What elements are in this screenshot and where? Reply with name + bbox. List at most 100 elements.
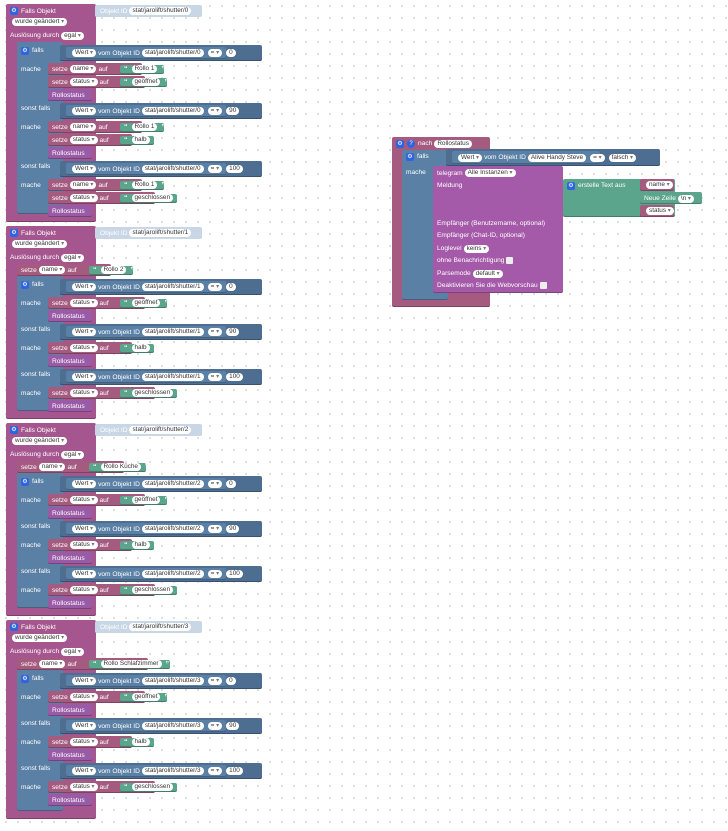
text-field[interactable]: geöffnet [131, 496, 161, 504]
text-field[interactable]: Rollo 1 [131, 123, 158, 131]
newline-dropdown[interactable]: \n [677, 194, 694, 203]
call-function-block[interactable] [48, 310, 92, 322]
text-field[interactable]: geöffnet [131, 78, 161, 86]
operator-dropdown[interactable]: = [207, 570, 223, 578]
wert-dropdown[interactable]: Wert [72, 722, 97, 730]
object-id-field[interactable]: stat/jarolift/shutter/1 [141, 373, 204, 381]
wert-dropdown[interactable]: Wert [72, 283, 97, 291]
wert-dropdown[interactable]: Wert [72, 328, 97, 336]
variable-dropdown[interactable]: name [38, 660, 66, 668]
text-field[interactable]: geöffnet [131, 693, 161, 701]
compare-value-field[interactable]: 100 [226, 767, 243, 775]
gear-icon[interactable]: ⚙ [21, 280, 29, 289]
variable-dropdown[interactable]: status [69, 586, 98, 594]
call-function-block[interactable] [48, 597, 92, 609]
gear-icon[interactable]: ⚙ [567, 181, 575, 190]
call-function-block[interactable] [48, 749, 92, 761]
operator-dropdown[interactable]: = [207, 49, 223, 57]
compare-value-field[interactable]: 100 [226, 373, 243, 381]
change-type-dropdown[interactable]: wurde geändert [12, 437, 68, 445]
gear-icon[interactable]: ⚙ [396, 139, 404, 148]
object-id-field[interactable]: stat/jarolift/shutter/0 [141, 165, 204, 173]
compare-value-field[interactable]: 90 [226, 722, 240, 730]
call-function-block[interactable] [48, 89, 92, 101]
object-id-field[interactable]: stat/jarolift/shutter/3 [141, 722, 204, 730]
variable-dropdown[interactable]: status [69, 344, 98, 352]
object-id-field[interactable]: stat/jarolift/shutter/2 [141, 480, 204, 488]
compare-value-field[interactable]: 90 [226, 525, 240, 533]
operator-dropdown[interactable]: = [207, 722, 223, 730]
status-variable-dropdown[interactable]: status [646, 207, 674, 215]
variable-dropdown[interactable]: name [38, 266, 66, 274]
text-field[interactable]: Rollo 1 [131, 181, 158, 189]
object-id-field[interactable]: stat/jarolift/shutter/0 [141, 49, 204, 57]
parsemode-dropdown[interactable]: default [472, 269, 503, 278]
object-id-field[interactable]: stat/jarolift/shutter/1 [141, 328, 204, 336]
call-function-block[interactable] [48, 355, 92, 367]
text-field[interactable]: halb [131, 344, 150, 352]
operator-dropdown[interactable]: = [207, 525, 223, 533]
operator-dropdown[interactable]: = [207, 480, 223, 488]
falsch-dropdown[interactable]: falsch [608, 153, 636, 162]
variable-dropdown[interactable]: status [69, 194, 98, 202]
operator-dropdown[interactable]: = [590, 153, 605, 162]
wert-dropdown[interactable]: Wert [72, 570, 97, 578]
call-function-block[interactable] [48, 794, 92, 806]
compare-value-field[interactable]: 100 [226, 165, 243, 173]
gear-icon[interactable]: ⚙ [10, 229, 18, 237]
variable-dropdown[interactable]: status [69, 299, 98, 307]
compare-value-field[interactable]: 90 [226, 328, 240, 336]
gear-icon[interactable]: ⚙ [21, 674, 29, 683]
compare-value-field[interactable]: 0 [226, 677, 236, 685]
variable-dropdown[interactable]: status [69, 136, 98, 144]
variable-dropdown[interactable]: status [69, 389, 98, 397]
object-id-field[interactable]: stat/jarolift/shutter/2 [141, 525, 204, 533]
text-field[interactable]: geschlossen [131, 389, 174, 397]
gear-icon[interactable]: ⚙ [21, 477, 29, 486]
object-id-field[interactable]: stat/jarolift/shutter/1 [141, 283, 204, 291]
trigger-object-id[interactable]: stat/jarolift/shutter/0 [129, 7, 192, 15]
text-field[interactable]: geschlossen [131, 194, 174, 202]
operator-dropdown[interactable]: = [207, 328, 223, 336]
loglevel-dropdown[interactable]: keins [463, 244, 490, 253]
variable-dropdown[interactable]: status [69, 783, 98, 791]
instance-dropdown[interactable]: Alle Instanzen [464, 169, 516, 177]
ausloesung-dropdown[interactable]: egal [61, 253, 84, 262]
text-field[interactable]: geschlossen [131, 586, 174, 594]
text-field[interactable]: Rollo Küche [100, 463, 141, 471]
compare-value-field[interactable]: 0 [226, 283, 236, 291]
trigger-object-id[interactable]: stat/jarolift/shutter/2 [129, 426, 192, 434]
object-id-field[interactable]: stat/jarolift/shutter/3 [141, 677, 204, 685]
trigger-object-id[interactable]: stat/jarolift/shutter/1 [129, 229, 192, 237]
call-function-block[interactable] [48, 147, 92, 159]
ausloesung-dropdown[interactable]: egal [61, 647, 84, 656]
ohne-benachrichtigung-checkbox[interactable] [506, 257, 514, 264]
text-field[interactable]: Rollo Schlafzimmer [100, 660, 162, 668]
text-field[interactable]: halb [131, 738, 150, 746]
function-name-field[interactable]: Rollostatus [434, 139, 472, 148]
compare-value-field[interactable]: 0 [226, 480, 236, 488]
wert-dropdown[interactable]: Wert [72, 373, 97, 381]
call-function-block[interactable] [48, 704, 92, 716]
text-field[interactable]: Rollo 2 [100, 266, 127, 274]
variable-dropdown[interactable]: name [38, 463, 66, 471]
variable-dropdown[interactable]: status [69, 738, 98, 746]
call-function-block[interactable] [48, 552, 92, 564]
text-field[interactable]: Rollo 1 [131, 65, 158, 73]
wert-dropdown[interactable]: Wert [72, 49, 97, 57]
operator-dropdown[interactable]: = [207, 165, 223, 173]
change-type-dropdown[interactable]: wurde geändert [12, 240, 68, 248]
wert-dropdown[interactable]: Wert [458, 153, 483, 162]
name-variable-dropdown[interactable]: name [646, 181, 673, 189]
variable-dropdown[interactable]: name [69, 123, 97, 131]
variable-dropdown[interactable]: status [69, 541, 98, 549]
gear-icon[interactable]: ⚙ [406, 152, 414, 161]
text-field[interactable]: halb [131, 136, 150, 144]
wert-dropdown[interactable]: Wert [72, 767, 97, 775]
operator-dropdown[interactable]: = [207, 373, 223, 381]
call-function-block[interactable] [48, 205, 92, 217]
wert-dropdown[interactable]: Wert [72, 677, 97, 685]
gear-icon[interactable]: ⚙ [10, 7, 18, 15]
operator-dropdown[interactable]: = [207, 767, 223, 775]
